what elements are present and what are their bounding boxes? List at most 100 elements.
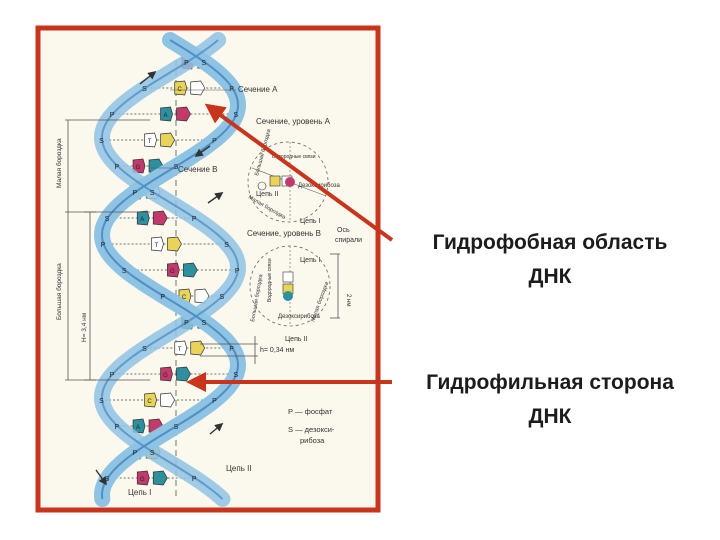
strand-letter: S	[220, 294, 225, 301]
label-hydrogen-bonds-b: Водородные связи	[267, 258, 273, 302]
direction-arrows	[95, 70, 224, 486]
base-left	[144, 132, 157, 148]
strand-letter: P	[133, 450, 138, 457]
label-section-b: Сечение В	[178, 165, 217, 174]
base-left	[174, 80, 188, 96]
strand-letter: P	[160, 294, 165, 301]
base-letter: C	[147, 399, 152, 405]
strand-letter: S	[202, 60, 207, 67]
base-right	[176, 106, 191, 122]
label-chain-1-bottom: Цепь I	[128, 488, 151, 497]
label-major-groove: Большая бороздка	[55, 263, 63, 320]
strand-letter: P	[115, 164, 120, 171]
base-left	[160, 106, 173, 122]
label-legend-s-1: S — дезокси-	[288, 425, 335, 434]
label-diameter: 2 нм	[345, 294, 351, 306]
strand-letter: S	[105, 216, 110, 223]
strand-letter: P	[110, 372, 115, 379]
strand-letter: P	[229, 346, 234, 353]
strand-letter: S	[99, 138, 104, 145]
base-right	[190, 80, 206, 96]
strand-letter: S	[174, 424, 179, 431]
label-section-a-level: Сечение, уровень А	[256, 117, 331, 126]
base-letter: G	[170, 269, 175, 275]
base-left	[151, 236, 164, 252]
strand-letter: S	[150, 450, 155, 457]
strand-letter: S	[233, 112, 238, 119]
base-letter: G	[136, 165, 141, 171]
cross-section-b	[249, 245, 340, 327]
strand-letter: P	[110, 112, 115, 119]
base-letter: T	[178, 347, 182, 353]
label-rise: h= 0,34 нм	[260, 347, 294, 354]
base-right	[160, 132, 176, 148]
base-letter: T	[148, 139, 152, 145]
strand-letter: S	[99, 398, 104, 405]
label-chain-2-mid: Цепь II	[285, 336, 307, 343]
base-letter: T	[155, 243, 159, 249]
dimension-lines	[65, 119, 150, 381]
strand-letter: S	[142, 86, 147, 93]
label-helix-axis-2: спирали	[335, 237, 362, 244]
label-helix-axis-1: Ось	[337, 227, 350, 234]
base-letter: A	[140, 217, 144, 223]
figure-frame	[35, 25, 381, 513]
strand-2-edge	[100, 39, 240, 500]
base-letter: G	[163, 373, 168, 379]
label-legend-s-2: рибоза	[300, 436, 325, 445]
strand-letter: S	[174, 164, 179, 171]
strand-letter: P	[115, 424, 120, 431]
label-chain-2-bottom: Цепь II	[226, 464, 252, 473]
base-right	[160, 392, 176, 408]
base-left	[136, 470, 150, 486]
strand-letter: S	[150, 190, 155, 197]
base-right	[190, 340, 206, 356]
base-left	[174, 340, 188, 356]
rise-marker	[200, 336, 258, 364]
label-chain-2-top: Цепь II	[256, 191, 278, 198]
strand-letter: S	[202, 320, 207, 327]
label-section-a: Сечение А	[238, 85, 278, 94]
hydrophilic-callout: Гидрофильная сторона ДНК	[405, 366, 695, 434]
strand-letter: P	[192, 216, 197, 223]
strand-1-edge	[100, 39, 240, 500]
base-left	[144, 392, 157, 408]
strand-letter: S	[105, 476, 110, 483]
hydrophilic-line1: Гидрофильная сторона	[426, 371, 674, 394]
strand-letter: P	[212, 398, 217, 405]
strand-letter: P	[235, 268, 240, 275]
strand-letter: P	[184, 60, 189, 67]
hydrophobic-line1: Гидрофобная область	[432, 231, 668, 254]
base-letter: G	[140, 477, 145, 483]
base-right	[152, 210, 168, 226]
hydrophobic-callout: Гидрофобная область ДНК	[405, 226, 695, 294]
strand-letter: P	[192, 476, 197, 483]
base-right	[167, 236, 182, 252]
base-right	[152, 470, 168, 486]
strand-letter: S	[122, 268, 127, 275]
base-left	[160, 366, 173, 382]
strand-letter: P	[101, 242, 106, 249]
strand-letter: P	[229, 86, 234, 93]
hydrophobic-arrow	[204, 103, 394, 242]
strand-letter: P	[212, 138, 217, 145]
hydrophobic-line2: ДНК	[528, 265, 572, 288]
label-minor-groove: Малая бороздка	[55, 138, 63, 188]
hydrophilic-line2: ДНК	[528, 405, 572, 428]
label-chain-1-top: Цепь I	[300, 218, 320, 225]
label-hydrogen-bonds-a: Водородные связи	[272, 154, 316, 160]
figure-background	[36, 26, 380, 512]
base-letter: C	[182, 295, 187, 301]
label-pitch: H= 3,4 нм	[81, 312, 88, 342]
base-letter: A	[136, 425, 140, 431]
label-chain-1-mid: Цепь I	[300, 257, 320, 264]
strand-letter: P	[133, 190, 138, 197]
base-letter: A	[163, 113, 167, 119]
base-right	[183, 262, 198, 278]
base-left	[136, 210, 150, 226]
strand-letter: S	[224, 242, 229, 249]
strand-letter: P	[184, 320, 189, 327]
cross-section-a	[247, 141, 329, 223]
